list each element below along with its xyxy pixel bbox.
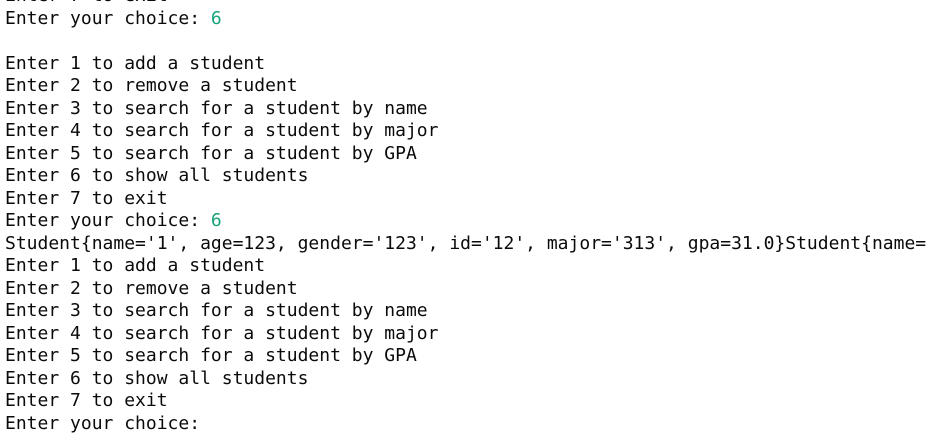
console-line: Enter 7 to exit [5, 188, 926, 211]
choice-prompt-line: Enter your choice: [5, 413, 926, 436]
console-line: Enter 5 to search for a student by GPA [5, 143, 926, 166]
console-line: Enter 2 to remove a student [5, 75, 926, 98]
console-line-text: Enter 7 to exit [5, 187, 168, 209]
user-input-value: 6 [210, 210, 222, 231]
console-line-text: Enter 3 to search for a student by name [5, 97, 428, 119]
console-line-text: Enter 7 to exit [5, 0, 168, 6]
console-line-text: Enter 6 to show all students [5, 367, 309, 389]
console-line [5, 30, 926, 53]
console-line: Enter 4 to search for a student by major [5, 323, 926, 346]
console-line: Enter 5 to search for a student by GPA [5, 345, 926, 368]
console-line: Enter 1 to add a student [5, 255, 926, 278]
console-line-text: Enter 3 to search for a student by name [5, 300, 428, 321]
user-input-value: 6 [210, 7, 222, 29]
console-line-text: Enter 4 to search for a student by major [5, 322, 439, 344]
console-line: Enter 2 to remove a student [5, 278, 926, 301]
console-line-text: Enter 7 to exit [5, 390, 168, 411]
console-line: Enter 7 to exit [5, 390, 926, 413]
console-line-text: Enter 2 to remove a student [5, 277, 298, 299]
console-line: Enter 4 to search for a student by major [5, 120, 926, 143]
console-line-text: Enter 1 to add a student [5, 52, 266, 74]
console-line-text: Enter 2 to remove a student [5, 75, 298, 96]
console-line-text: Enter your choice: [5, 412, 211, 434]
console-line: Enter 6 to show all students [5, 165, 926, 188]
console-line: Enter 3 to search for a student by name [5, 300, 926, 323]
console-line-text: Enter 5 to search for a student by GPA [5, 142, 417, 164]
console-line: Enter 3 to search for a student by name [5, 98, 926, 121]
console-line-text: Enter 4 to search for a student by major [5, 120, 439, 141]
console-line: Enter 7 to exit [5, 0, 926, 8]
choice-prompt-line: Enter your choice: 6 [5, 8, 926, 31]
console-line-text: Enter 6 to show all students [5, 165, 309, 186]
console-line-text: Enter your choice: [5, 210, 211, 231]
console-line-text: Enter your choice: [5, 7, 211, 29]
console-line-text: Enter 1 to add a student [5, 255, 266, 276]
console-line: Student{name='1', age=123, gender='123',… [5, 233, 926, 256]
choice-prompt-line: Enter your choice: 6 [5, 210, 926, 233]
console-line: Enter 1 to add a student [5, 53, 926, 76]
console-line-text: Enter 5 to search for a student by GPA [5, 345, 417, 366]
console-line: Enter 6 to show all students [5, 368, 926, 391]
console-line-text: Student{name='1', age=123, gender='123',… [5, 232, 927, 254]
